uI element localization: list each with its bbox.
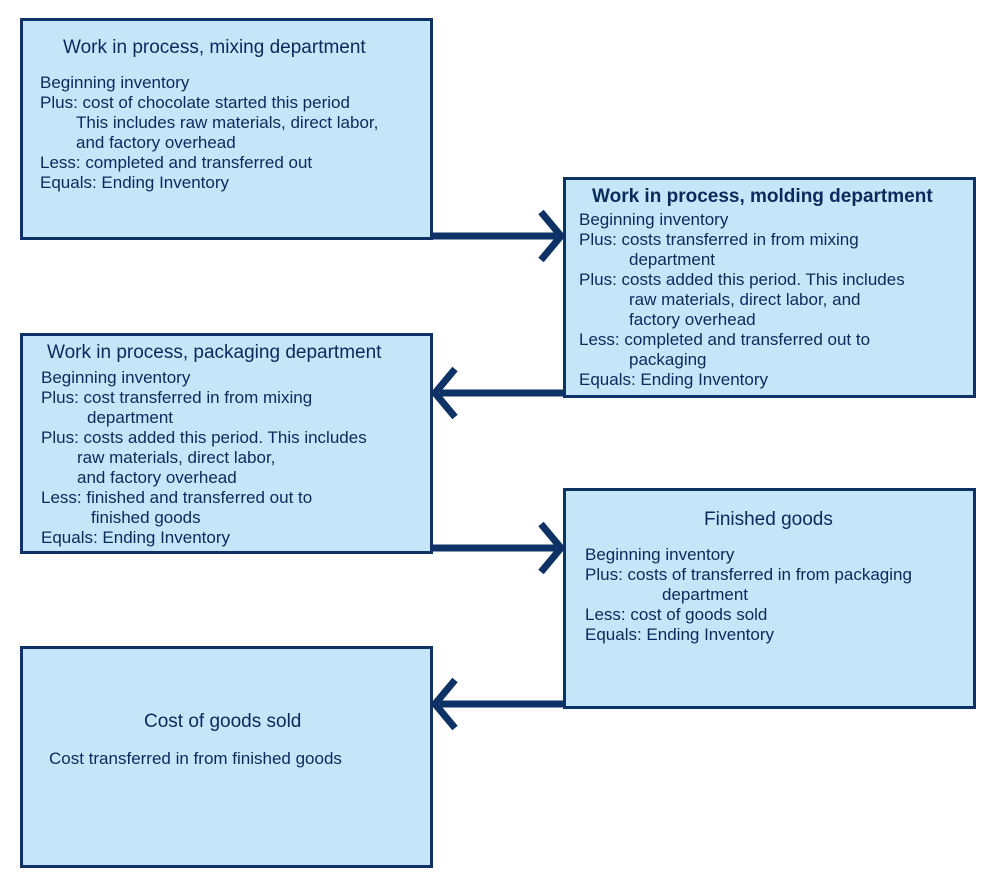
arrow-mixing-to-molding-head xyxy=(538,209,566,263)
molding-line: Plus: costs added this period. This incl… xyxy=(579,270,905,289)
packaging-line: Equals: Ending Inventory xyxy=(41,528,231,547)
packaging-line: Less: finished and transferred out to xyxy=(41,488,313,507)
packaging-line: raw materials, direct labor, xyxy=(77,448,276,467)
arrow-packaging-to-finished-head xyxy=(538,521,566,575)
molding-line: Beginning inventory xyxy=(579,210,729,229)
molding-department-box: Work in process, molding department Begi… xyxy=(563,177,976,398)
finished-goods-line: department xyxy=(662,585,748,604)
cost-of-goods-sold-box: Cost of goods sold Cost transferred in f… xyxy=(20,646,433,868)
finished-goods-line: Less: cost of goods sold xyxy=(585,605,768,624)
packaging-title: Work in process, packaging department xyxy=(47,342,382,363)
packaging-line: Plus: costs added this period. This incl… xyxy=(41,428,367,447)
packaging-line: Beginning inventory xyxy=(41,368,191,387)
mixing-department-box: Work in process, mixing department Begin… xyxy=(20,18,433,240)
mixing-title: Work in process, mixing department xyxy=(63,37,366,58)
finished-goods-line: Plus: costs of transferred in from packa… xyxy=(585,565,912,584)
cost-of-goods-sold-title: Cost of goods sold xyxy=(144,711,302,732)
arrow-molding-to-packaging-head xyxy=(430,366,458,420)
mixing-line: Plus: cost of chocolate started this per… xyxy=(40,93,350,112)
molding-line: packaging xyxy=(629,350,707,369)
molding-line: Less: completed and transferred out to xyxy=(579,330,871,349)
cost-of-goods-sold-line: Cost transferred in from finished goods xyxy=(49,749,342,768)
molding-line: factory overhead xyxy=(629,310,756,329)
mixing-line: Beginning inventory xyxy=(40,73,190,92)
arrow-finished-to-cogs-head xyxy=(430,677,458,731)
finished-goods-line: Equals: Ending Inventory xyxy=(585,625,775,644)
molding-line: department xyxy=(629,250,715,269)
packaging-department-box: Work in process, packaging department Be… xyxy=(20,333,433,554)
finished-goods-line: Beginning inventory xyxy=(585,545,735,564)
mixing-line: This includes raw materials, direct labo… xyxy=(76,113,379,132)
packaging-line: finished goods xyxy=(91,508,201,527)
molding-line: raw materials, direct labor, and xyxy=(629,290,861,309)
mixing-line: Less: completed and transferred out xyxy=(40,153,313,172)
finished-goods-title: Finished goods xyxy=(704,509,833,530)
mixing-line: Equals: Ending Inventory xyxy=(40,173,230,192)
molding-line: Plus: costs transferred in from mixing xyxy=(579,230,859,249)
molding-title: Work in process, molding department xyxy=(592,186,933,207)
molding-line: Equals: Ending Inventory xyxy=(579,370,769,389)
finished-goods-box: Finished goods Beginning inventory Plus:… xyxy=(563,488,976,709)
mixing-line: and factory overhead xyxy=(76,133,236,152)
packaging-line: Plus: cost transferred in from mixing xyxy=(41,388,313,407)
packaging-line: and factory overhead xyxy=(77,468,237,487)
packaging-line: department xyxy=(87,408,173,427)
